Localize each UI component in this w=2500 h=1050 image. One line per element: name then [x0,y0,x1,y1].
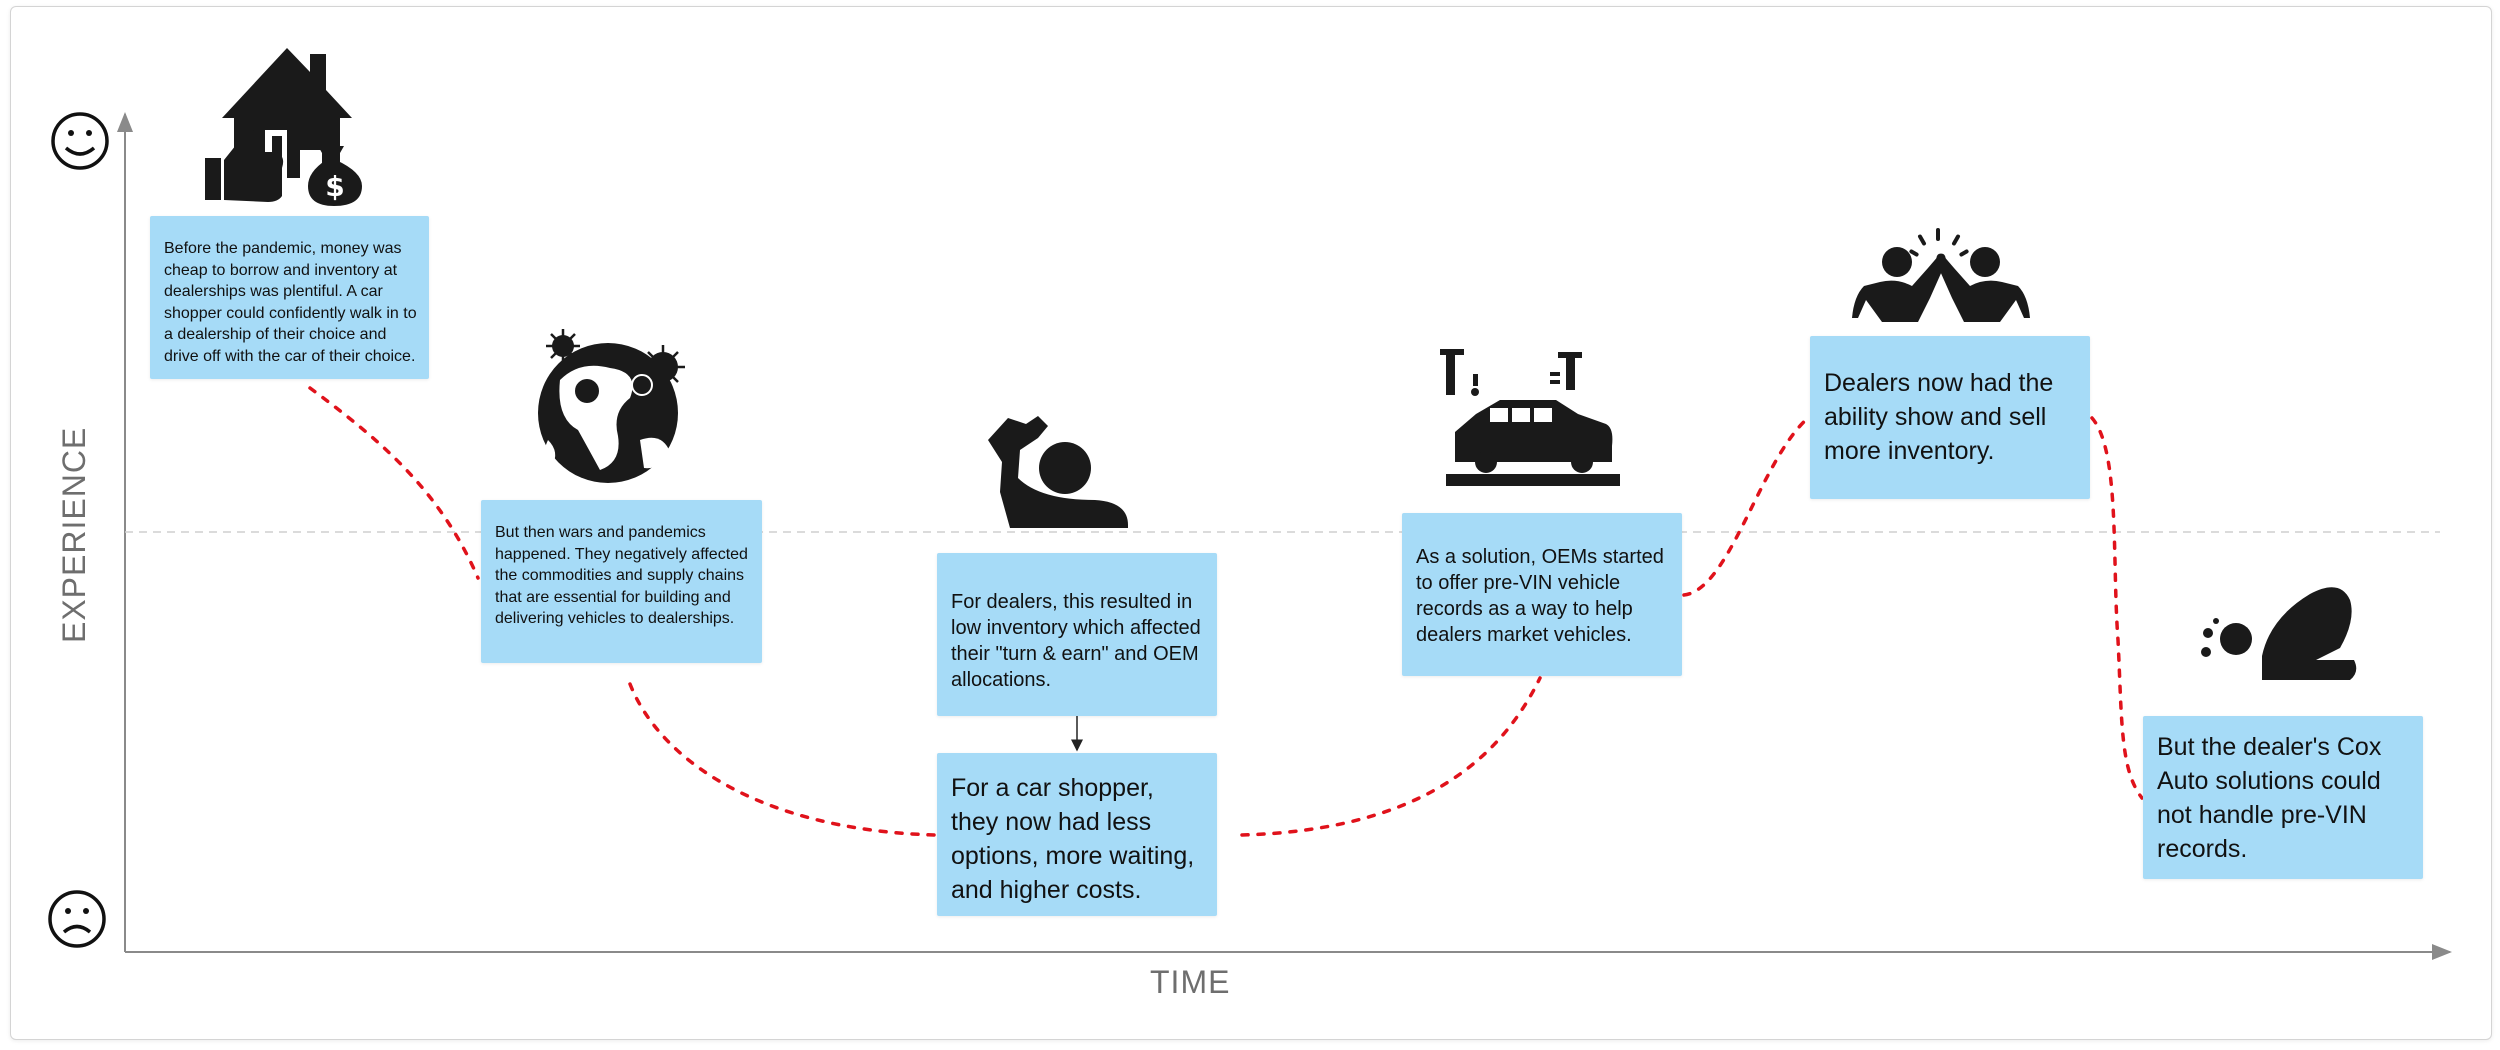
house-thumbs-up-money-bag-icon: $ [205,48,362,206]
high-five-icon [1852,228,2030,322]
stage-text-low-inventory: For dealers, this resulted in low invent… [951,591,1201,691]
stage-text-pre-vin-solution: As a solution, OEMs started to offer pre… [1416,546,1664,646]
frustrated-person-icon [988,416,1128,528]
experience-path [308,386,2144,837]
diagram-canvas [10,6,2492,1040]
globe-virus-icon [538,329,685,483]
stage-card-more-inventory: Dealers now had the ability show and sel… [1810,336,2090,499]
stage-card-wars-pandemics: But then wars and pandemics happened. Th… [481,500,762,663]
stage-text-wars-pandemics: But then wars and pandemics happened. Th… [495,524,748,627]
car-assembly-line-icon [1440,349,1620,486]
stage-card-pre-vin-solution: As a solution, OEMs started to offer pre… [1402,513,1682,676]
sad-face-icon [48,890,106,948]
stage-text-cox-gap: But the dealer's Cox Auto solutions coul… [2157,733,2382,863]
stage-card-shopper-impact: For a car shopper, they now had less opt… [937,753,1217,916]
y-axis-label: EXPERIENCE [56,426,92,643]
stage-text-more-inventory: Dealers now had the ability show and sel… [1824,369,2054,465]
x-axis-label: TIME [1150,964,1231,1000]
stage-card-cox-gap: But the dealer's Cox Auto solutions coul… [2143,716,2423,879]
stage-text-pre-pandemic: Before the pandemic, money was cheap to … [164,240,417,365]
stage-card-low-inventory: For dealers, this resulted in low invent… [937,553,1217,716]
stage-card-pre-pandemic: Before the pandemic, money was cheap to … [150,216,429,379]
smiley-face-icon [51,112,109,170]
defeated-person-icon [2201,587,2358,680]
svg-text:$: $ [325,170,344,203]
stage-text-shopper-impact: For a car shopper, they now had less opt… [951,774,1195,904]
